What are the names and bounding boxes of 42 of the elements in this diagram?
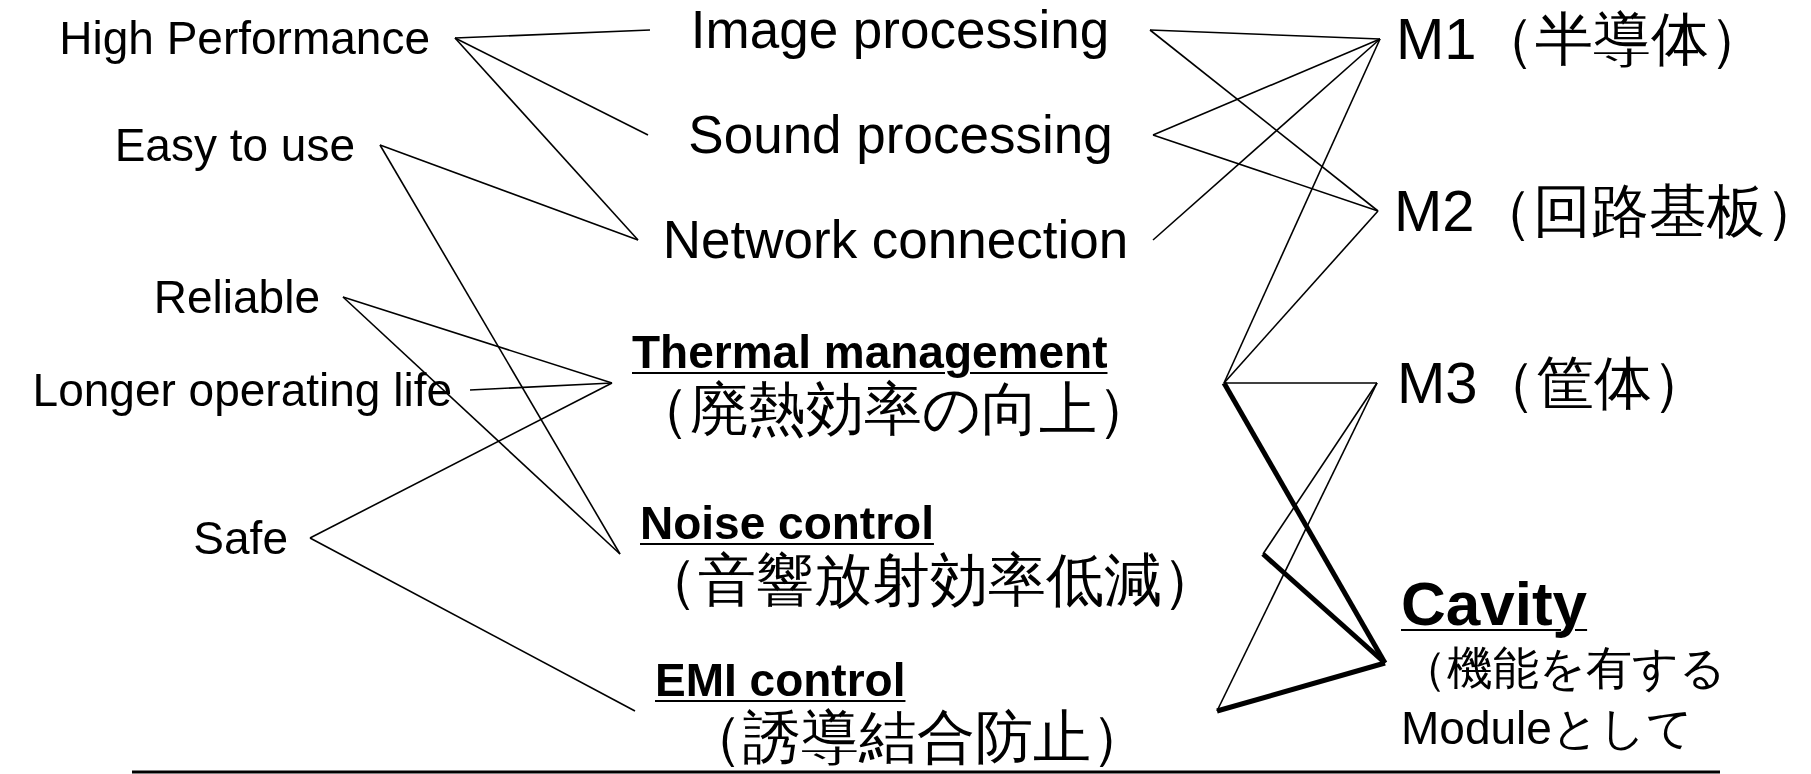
- quality-label: High Performance: [59, 11, 430, 65]
- function-label: Network connection: [662, 209, 1129, 271]
- connector-line: [1216, 382, 1378, 712]
- quality-label: Easy to use: [114, 118, 355, 172]
- connector-line: [1149, 29, 1381, 40]
- function-subtitle: （音響放射効率低減）: [640, 550, 1220, 611]
- connector-line: [1223, 210, 1379, 384]
- connector-line: [1261, 552, 1387, 665]
- connector-line: [1152, 38, 1381, 241]
- quality-label: Longer operating life: [32, 363, 452, 417]
- connector-line: [1221, 381, 1388, 665]
- connector-line: [454, 37, 649, 136]
- connector-line: [469, 382, 613, 391]
- function-heading: EMI control: [655, 654, 906, 707]
- connector-line: [1223, 382, 1378, 384]
- function-subtitle: （誘導結合防止）: [685, 707, 1149, 768]
- quality-label: Reliable: [153, 270, 320, 324]
- connector-line: [454, 37, 639, 241]
- connector-line: [309, 537, 636, 712]
- connector-line: [379, 144, 639, 241]
- quality-label: Safe: [193, 511, 288, 565]
- module-label: M3（筐体）: [1397, 349, 1710, 417]
- connector-line: [342, 296, 621, 555]
- function-heading: Thermal management: [632, 326, 1108, 379]
- function-label: Image processing: [690, 0, 1110, 61]
- connector-line: [379, 144, 621, 555]
- module-label: M2（回路基板）: [1394, 177, 1811, 245]
- connector-line: [1223, 38, 1381, 384]
- connector-line: [1216, 660, 1386, 714]
- connector-line: [1152, 38, 1381, 136]
- connector-line: [309, 382, 613, 539]
- module-label: M1（半導体）: [1396, 5, 1767, 73]
- connector-line: [1149, 29, 1379, 212]
- connector-line: [1152, 134, 1379, 212]
- cavity-heading: Cavity: [1401, 567, 1588, 639]
- function-heading: Noise control: [640, 497, 934, 550]
- cavity-subtitle: （機能を有するModuleとして: [1401, 640, 1727, 756]
- connector-line: [454, 29, 651, 39]
- function-label: Sound processing: [688, 104, 1113, 166]
- function-subtitle: （廃熱効率の向上）: [632, 379, 1155, 440]
- connector-line: [342, 296, 613, 384]
- connector-line: [1262, 382, 1378, 555]
